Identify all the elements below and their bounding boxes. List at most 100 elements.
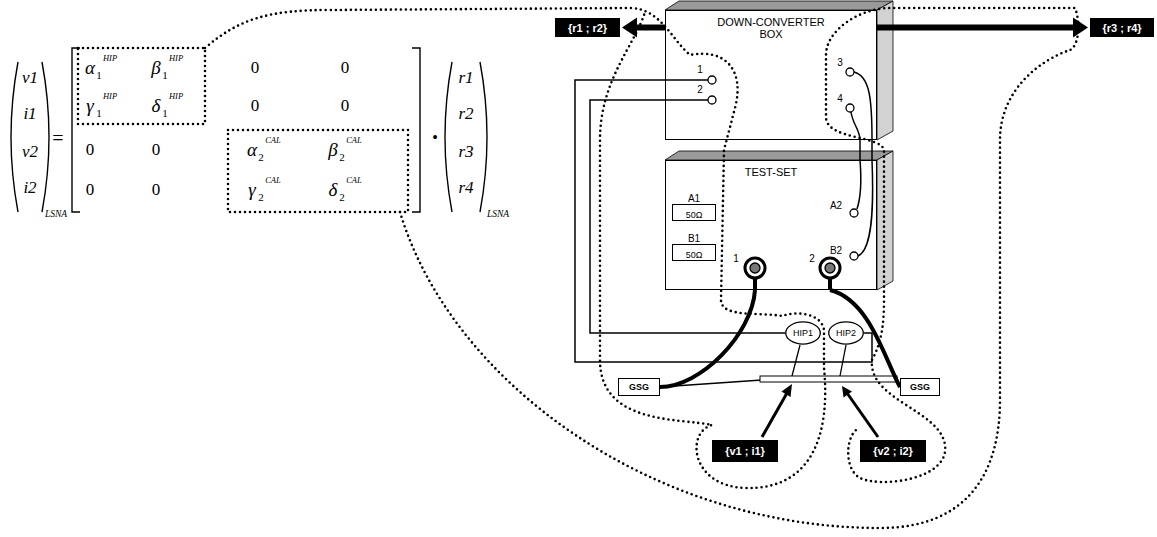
- subscript: 1: [162, 107, 168, 119]
- signal-tag: {v2 ; i2}: [860, 440, 926, 462]
- wire: [665, 79, 708, 81]
- subscript: LSNA: [45, 209, 67, 219]
- port-number: 2: [809, 253, 815, 264]
- coax-pin: [825, 263, 835, 273]
- signal-tag: {r3 ; r4}: [1090, 18, 1154, 37]
- pointer-head: [842, 386, 852, 398]
- port-wiring: [665, 72, 873, 290]
- matrix-symbol: γ: [86, 95, 94, 117]
- connector: [590, 100, 785, 333]
- port-jack: [850, 252, 858, 260]
- subscript: 2: [258, 191, 264, 203]
- connector-line: [590, 100, 785, 333]
- pointer-arrow: [847, 393, 878, 437]
- connector-line: [575, 80, 872, 362]
- matrix-symbol: α: [247, 139, 257, 161]
- operator: =: [52, 127, 63, 150]
- dotted-region: [400, 8, 1078, 528]
- instrument-housing: [665, 1, 893, 290]
- subscript: 1: [162, 69, 168, 81]
- wire: [665, 99, 708, 101]
- node-text: 50Ω: [673, 250, 715, 260]
- superscript: CAL: [265, 175, 281, 185]
- box-side: [877, 1, 893, 140]
- port-jack: [846, 104, 854, 112]
- signal-tag: {r1 ; r2}: [555, 18, 620, 37]
- hip-probe: HIP2: [828, 321, 864, 345]
- signal-name: v1: [22, 68, 38, 88]
- probe-ellipse: [786, 322, 821, 344]
- port-jack: [846, 68, 854, 76]
- subscript: 2: [339, 151, 345, 163]
- port-name: A2: [830, 200, 842, 211]
- port-number: 2: [697, 84, 703, 95]
- pointer-arrow: [762, 393, 787, 437]
- superscript: HIP: [103, 91, 117, 101]
- signal-name: r4: [458, 178, 473, 198]
- node-text: HIP2: [836, 328, 856, 338]
- paren: [445, 62, 452, 212]
- node-text: {v1 ; i1}: [725, 445, 765, 457]
- box-top: [665, 151, 893, 160]
- signal-name: i1: [23, 104, 36, 124]
- pointer-head: [782, 384, 793, 397]
- port-jack: [708, 76, 716, 84]
- superscript: HIP: [169, 91, 183, 101]
- operator: •: [432, 129, 438, 147]
- matrix-entry: 0: [341, 58, 350, 78]
- cable-stub: [753, 278, 757, 290]
- hip-needle: [840, 345, 846, 376]
- node-text: {v2 ; i2}: [873, 445, 913, 457]
- connector-line: [877, 25, 1074, 31]
- matrix-symbol: β: [151, 57, 160, 79]
- signal-name: v2: [22, 142, 38, 162]
- load-box: A150Ω: [672, 204, 716, 221]
- hip-probe: HIP1: [785, 321, 821, 345]
- port-name: A1: [636, 193, 752, 204]
- connector: [660, 290, 755, 387]
- box-face: [665, 160, 877, 290]
- paren: [42, 62, 49, 212]
- connector: [872, 140, 873, 160]
- coax-port: [820, 258, 840, 278]
- node-text: HIP1: [793, 328, 813, 338]
- signal-name: r1: [458, 68, 473, 88]
- gsg-probe: GSG: [618, 378, 660, 396]
- connector: [622, 18, 665, 38]
- dotted-region: [205, 8, 825, 488]
- port-number: 4: [837, 93, 843, 104]
- wafer-probing: [660, 345, 900, 437]
- gsg-probe: GSG: [900, 378, 940, 396]
- superscript: CAL: [346, 135, 362, 145]
- subscript: 1: [96, 69, 102, 81]
- connector-line: [660, 290, 755, 387]
- matrix-symbol: δ: [152, 95, 161, 117]
- connector: [575, 80, 872, 362]
- dotted-block: [228, 130, 408, 212]
- paren: [480, 62, 487, 212]
- node-text: 50Ω: [673, 210, 715, 220]
- matrix-entry: 0: [86, 180, 95, 200]
- box-top: [665, 1, 893, 10]
- probe-ellipse: [829, 322, 864, 344]
- subscript: 2: [339, 191, 345, 203]
- grouping-outline: [78, 8, 1078, 528]
- subscript: LSNA: [487, 209, 509, 219]
- matrix-entry: 0: [86, 140, 95, 160]
- superscript: HIP: [169, 53, 183, 63]
- hip-needle: [792, 345, 800, 376]
- node-text: DOWN-CONVERTER BOX: [713, 16, 829, 40]
- dotted-block: [78, 48, 205, 124]
- node-text: TEST-SET: [713, 166, 829, 178]
- port-jack: [708, 96, 716, 104]
- subscript: 1: [96, 107, 102, 119]
- superscript: CAL: [265, 135, 281, 145]
- cable-stub: [828, 278, 832, 290]
- matrix-entry: 0: [152, 180, 161, 200]
- node-text: {r3 ; r4}: [1102, 22, 1141, 34]
- signal-name: i2: [23, 178, 36, 198]
- superscript: CAL: [346, 175, 362, 185]
- port-name: B1: [636, 233, 752, 244]
